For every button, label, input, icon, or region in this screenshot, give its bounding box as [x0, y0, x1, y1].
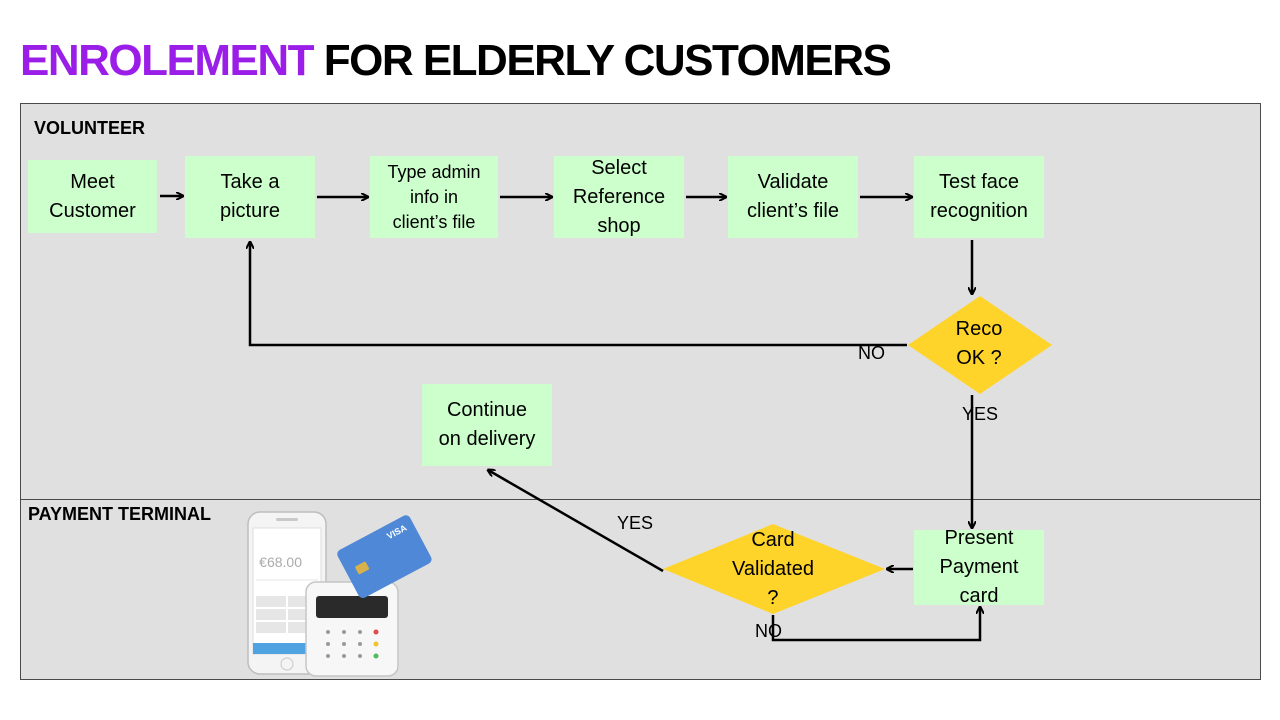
arrow-reco-no-to-picture [250, 242, 907, 347]
node-present-payment-card: Present Payment card [914, 527, 1044, 607]
title-accent: ENROLEMENT [20, 36, 315, 85]
phone-amount: €68.00 [259, 554, 302, 570]
credit-card: VISA [337, 515, 432, 598]
decision-card-validated-shape [663, 524, 885, 614]
lane-label-volunteer: VOLUNTEER [34, 118, 146, 138]
lane-payment-terminal [20, 499, 1261, 680]
page-title: ENROLEMENT FOR ELDERLY CUSTOMERS [20, 36, 892, 86]
payment-terminal-image: €68.00 VISA [247, 511, 432, 677]
label-card-no: NO [755, 621, 782, 641]
arrow-card-yes-to-continue [488, 470, 664, 573]
decision-reco-ok-shape [908, 296, 1052, 394]
decision-reco-ok: Reco OK ? [955, 318, 1003, 369]
decision-card-validated: Card Validated ? [732, 528, 814, 609]
lane-label-payment-terminal: PAYMENT TERMINAL [28, 504, 212, 524]
node-continue-on-delivery: Continue on delivery [422, 384, 552, 466]
node-meet-customer: Meet Customer [28, 160, 157, 233]
title-rest: FOR ELDERLY CUSTOMERS [313, 36, 892, 85]
label-card-yes: YES [617, 513, 654, 533]
node-test-face-recognition: Test face recognition [914, 156, 1044, 238]
node-take-picture: Take a picture [185, 156, 315, 238]
label-reco-no: NO [858, 343, 885, 363]
node-select-reference-shop: Select Reference shop [554, 156, 684, 238]
node-type-admin-info: Type admin info in client’s file [370, 156, 498, 238]
label-reco-yes: YES [962, 404, 999, 424]
node-validate-clients-file: Validate client’s file [728, 156, 858, 238]
arrow-card-no-to-present [771, 607, 980, 642]
card-reader [305, 581, 399, 677]
